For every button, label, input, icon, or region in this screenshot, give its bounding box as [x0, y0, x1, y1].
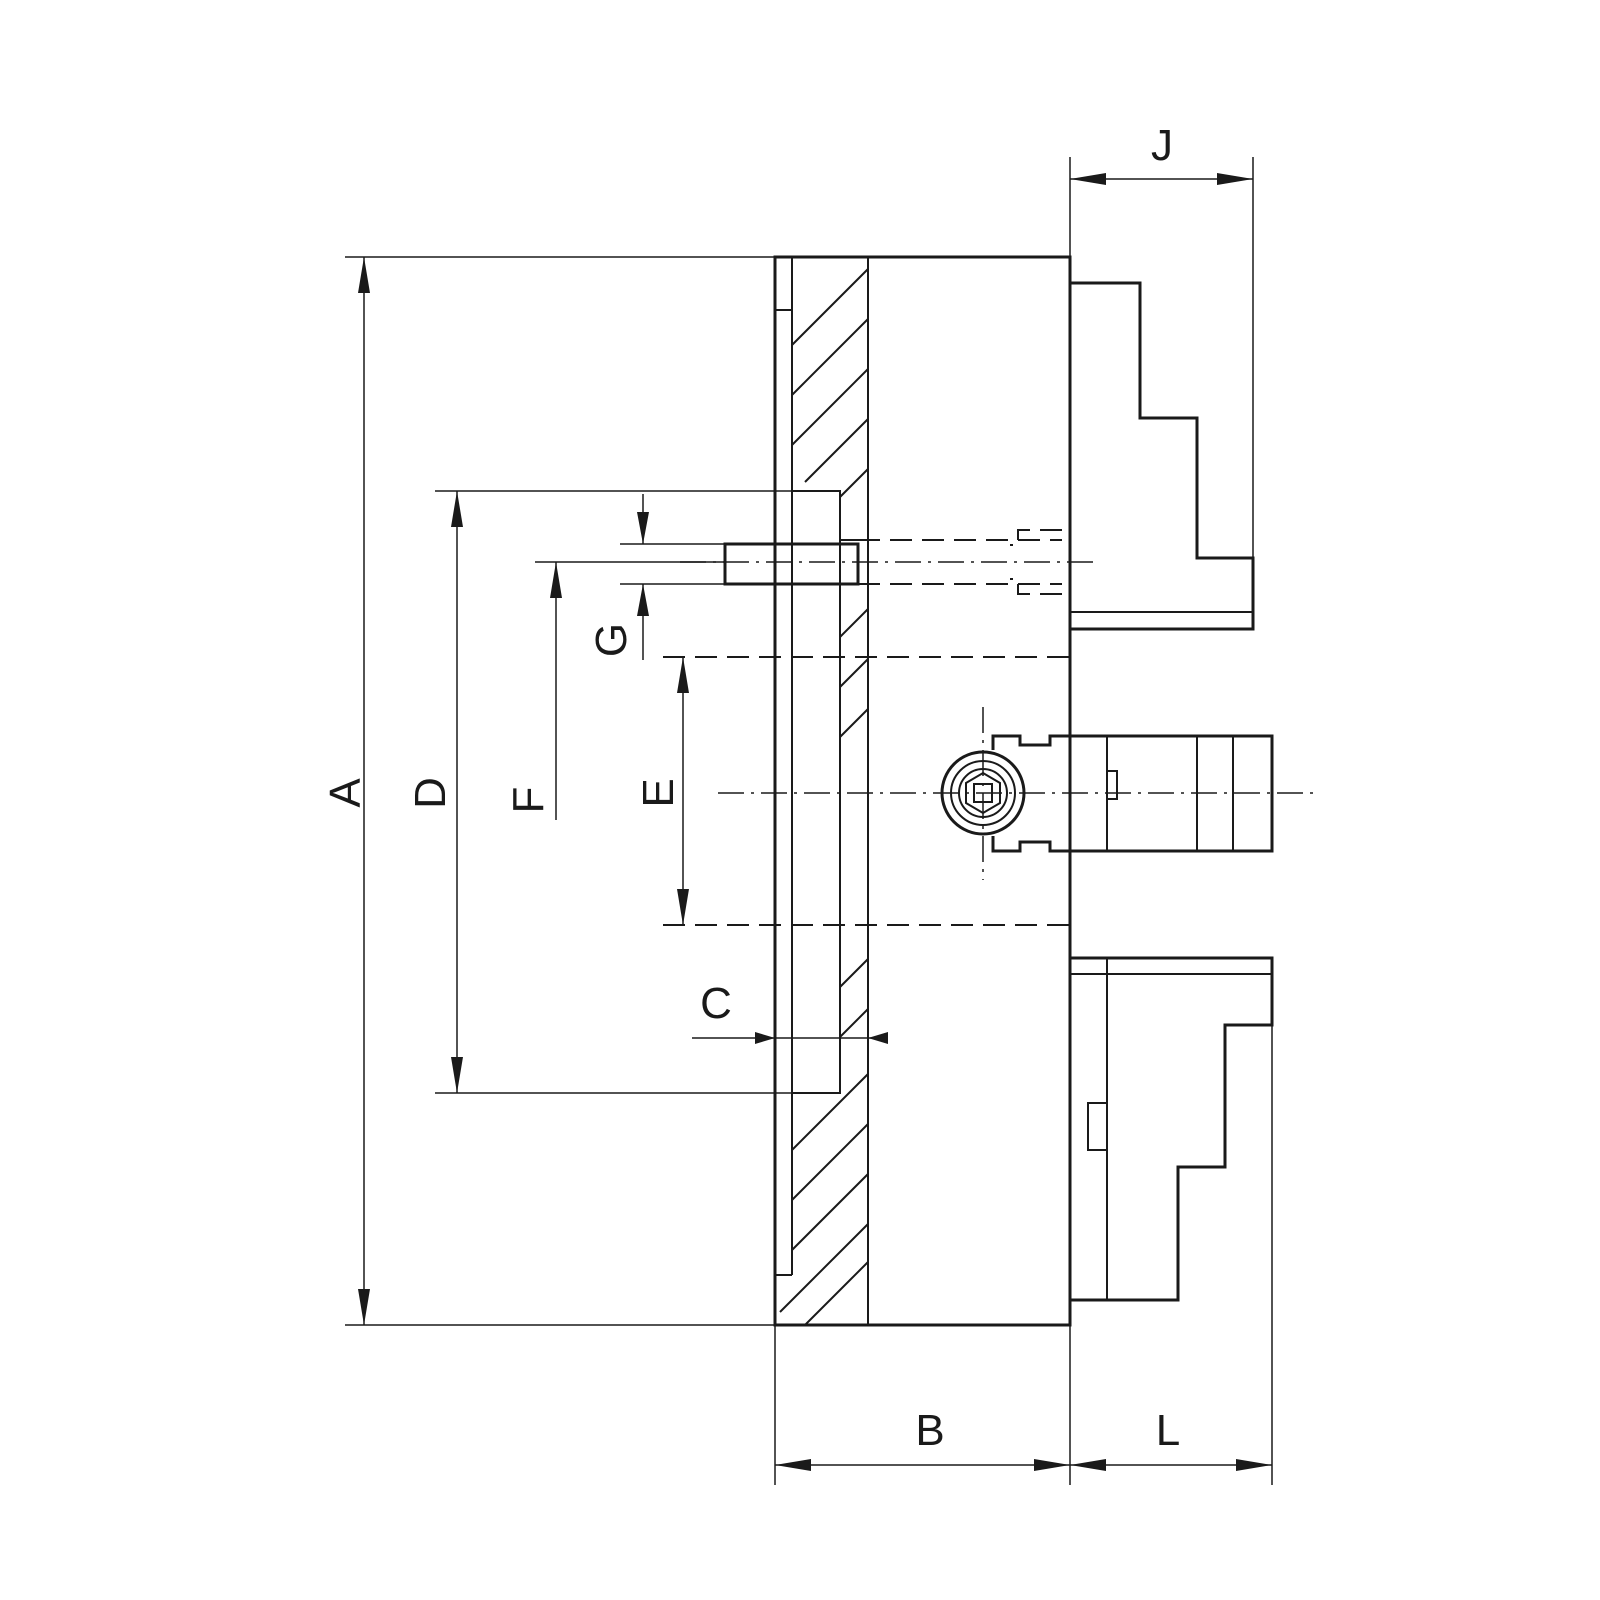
dimension-g — [637, 494, 649, 660]
dimension-c — [692, 1032, 888, 1044]
bottom-jaw — [1070, 956, 1274, 1302]
label-j: J — [1151, 121, 1173, 170]
label-g: G — [587, 623, 636, 657]
dimension-f — [550, 562, 562, 820]
dimension-a — [358, 257, 370, 1325]
dimension-d — [451, 491, 463, 1093]
label-d: D — [406, 777, 455, 809]
label-c: C — [700, 979, 732, 1028]
dimension-j — [1070, 173, 1253, 185]
hidden-bore-lines — [663, 656, 1070, 926]
dimension-b — [775, 1459, 1070, 1471]
top-jaw — [1070, 281, 1255, 631]
label-f: F — [504, 787, 553, 814]
mounting-bolt — [680, 529, 1100, 595]
extension-lines — [345, 157, 1273, 1485]
label-e: E — [634, 778, 683, 807]
label-b: B — [915, 1406, 944, 1455]
section-hatching — [779, 268, 869, 1326]
dimension-e — [677, 657, 689, 925]
chuck-body — [773, 255, 1072, 1327]
dimension-l — [1070, 1459, 1272, 1471]
label-l: L — [1156, 1406, 1180, 1455]
label-a: A — [321, 778, 370, 808]
